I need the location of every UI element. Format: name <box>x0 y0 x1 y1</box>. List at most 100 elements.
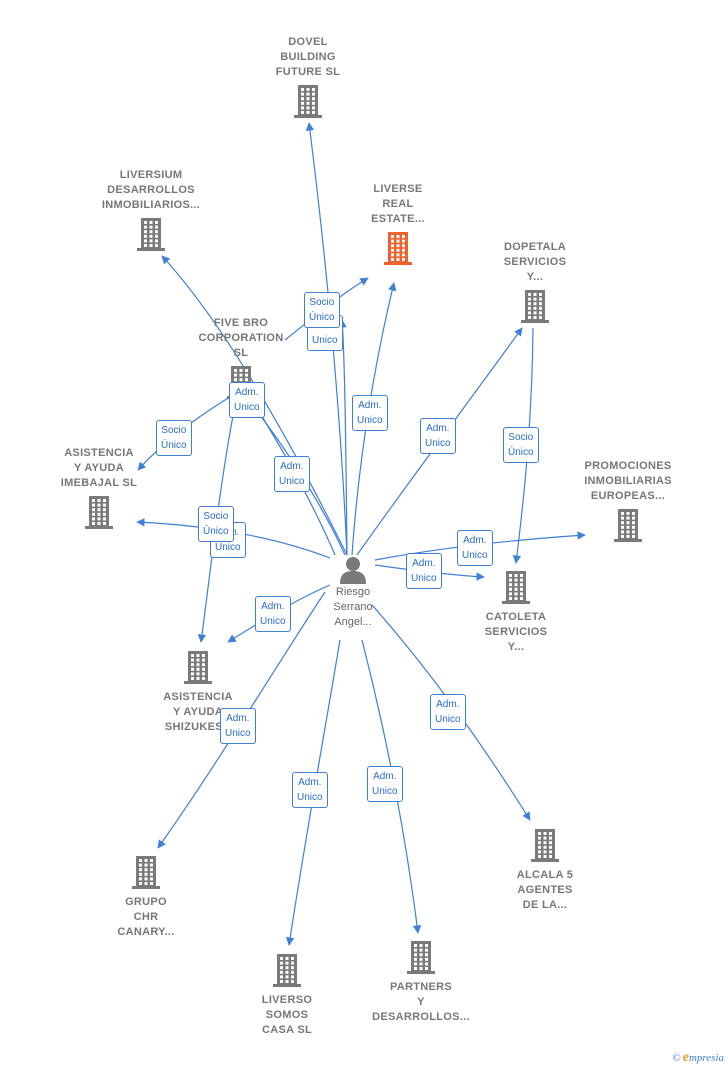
edge-label-line: Socio <box>309 297 335 308</box>
company-name-line: REAL <box>382 198 414 210</box>
building-icon <box>531 829 559 862</box>
edge-label[interactable]: Adm.Unico <box>352 395 388 431</box>
company-name-line: ASISTENCIA <box>64 447 134 459</box>
edge-label-line: Socio <box>203 511 229 522</box>
company-name-line: DOPETALA <box>503 241 567 253</box>
person-name-line: Angel... <box>334 616 372 628</box>
company-name-line: AGENTES <box>517 884 573 896</box>
edge-label-line: Unico <box>234 402 260 413</box>
company-name-line: PARTNERS <box>389 981 453 993</box>
company-name-line: Y <box>417 996 425 1008</box>
company-name-line: PROMOCIONES <box>584 460 672 472</box>
company-name-line: SHIZUKESA <box>164 721 232 733</box>
company-name-line: BUILDING <box>280 51 336 63</box>
edge-label-line: Adm. <box>373 771 397 782</box>
company-name-line: CATOLETA <box>485 611 547 623</box>
building-icon <box>184 651 212 684</box>
building-icon <box>502 571 530 604</box>
company-name[interactable]: LIVERSE REAL ESTATE... <box>338 182 458 227</box>
edge-label-line: Socio <box>161 425 187 436</box>
edge-label-line: Adm. <box>261 601 285 612</box>
company-name-line: DESARROLLOS... <box>372 1011 470 1023</box>
company-name-line: Y... <box>507 641 525 653</box>
edge-label[interactable]: Adm. Unico <box>420 418 456 454</box>
edge-label-line: Unico <box>425 438 451 449</box>
company-node-liverse[interactable]: LIVERSE REAL ESTATE... <box>338 182 458 265</box>
company-name-line: SERVICIOS <box>484 626 548 638</box>
edge-label-line: Unico <box>260 616 286 627</box>
edge-label-line: Adm. <box>426 423 450 434</box>
company-name-line: INMOBILIARIOS... <box>101 199 201 211</box>
edge-label-line: Unico <box>411 573 437 584</box>
edge-label[interactable]: Adm. Unico <box>255 596 291 632</box>
company-name-line: CANARY... <box>117 926 175 938</box>
edge-label-line: Adm. <box>226 713 250 724</box>
edge-label[interactable]: Adm.Unico <box>229 382 265 418</box>
brand-initial: e <box>682 1050 689 1065</box>
company-name-line: Y AYUDA <box>74 462 124 474</box>
company-name-line: DESARROLLOS <box>107 184 195 196</box>
edge-label[interactable]: Adm. Unico <box>274 456 310 492</box>
company-name-line: GRUPO <box>125 896 167 908</box>
company-name-line: LIVERSO <box>261 994 313 1006</box>
building-icon <box>137 218 165 251</box>
edge-label-line: Adm. <box>280 461 304 472</box>
edge-label-line: Socio <box>508 432 534 443</box>
edge-label-line: Adm. <box>412 558 436 569</box>
company-node-catoleta[interactable]: CATOLETA SERVICIOS Y... <box>456 570 576 655</box>
person-name-line: Serrano <box>333 601 373 613</box>
company-name-line: ESTATE... <box>371 213 425 225</box>
company-name[interactable]: CATOLETA SERVICIOS Y... <box>456 610 576 655</box>
edge-label[interactable]: Adm.Unico <box>457 530 493 566</box>
person-node[interactable]: Riesgo Serrano Angel... <box>303 555 403 630</box>
building-icon <box>273 954 301 987</box>
edge-label-line: Adm. <box>463 535 487 546</box>
company-name[interactable]: PARTNERS Y DESARROLLOS... <box>361 980 481 1025</box>
copyright-symbol: © <box>672 1052 681 1064</box>
company-name-line: Y AYUDA <box>173 706 223 718</box>
company-name-line: FUTURE SL <box>275 66 341 78</box>
company-name-line: SL <box>233 347 249 359</box>
edge-label-line: Unico <box>297 792 323 803</box>
relation-edge <box>338 319 348 556</box>
building-icon <box>294 85 322 118</box>
edge-label[interactable]: Adm.Unico <box>367 766 403 802</box>
edge-label[interactable]: Adm.Unico <box>220 708 256 744</box>
edge-label-line: Unico <box>279 476 305 487</box>
edge-label[interactable]: Adm. Unico <box>406 553 442 589</box>
company-name-line: INMOBILIARIAS <box>584 475 672 487</box>
edge-label-line: Adm. <box>436 699 460 710</box>
brand-name: mpresia <box>688 1052 724 1064</box>
edge-label[interactable]: Adm.Unico <box>430 694 466 730</box>
building-icon <box>521 290 549 323</box>
person-name-line: Riesgo <box>335 586 371 598</box>
company-name-line: LIVERSE <box>373 183 423 195</box>
edge-label[interactable]: Adm. Unico <box>292 772 328 808</box>
edge-label-line: Adm. <box>298 777 322 788</box>
empresia-logo[interactable]: ©empresia <box>672 1050 724 1066</box>
company-node-partners[interactable]: PARTNERS Y DESARROLLOS... <box>361 940 481 1025</box>
